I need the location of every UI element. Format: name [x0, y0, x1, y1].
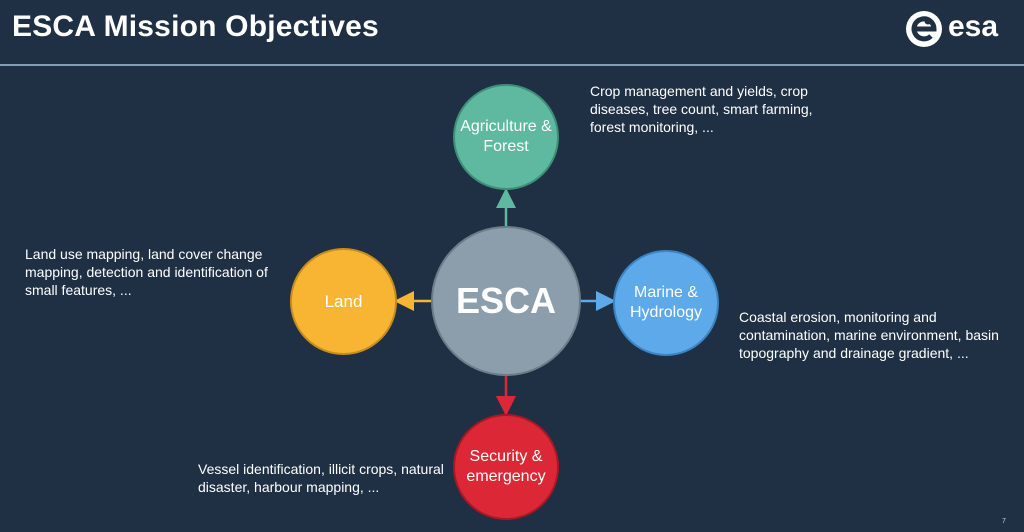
node-marine-label-1: Marine &: [633, 284, 699, 301]
node-agriculture-forest: Agriculture & Forest: [453, 84, 559, 190]
esa-logo-text: esa: [948, 10, 999, 43]
node-agriculture-label-1: Agriculture &: [460, 118, 552, 135]
security-description: Vessel identification, illicit crops, na…: [198, 461, 444, 495]
center-node-label: ESCA: [455, 280, 557, 321]
marine-description: Coastal erosion, monitoring and contamin…: [739, 309, 999, 361]
node-marine-label-2: Hydrology: [629, 304, 703, 321]
node-land: Land: [290, 248, 397, 355]
node-land-label: Land: [324, 291, 363, 311]
center-node-esca: ESCA: [431, 226, 581, 376]
page-title: ESCA Mission Objectives: [12, 10, 379, 43]
node-marine-hydrology: Marine & Hydrology: [613, 250, 719, 356]
node-security-label-2: emergency: [466, 468, 546, 485]
esa-logo-icon: [906, 11, 942, 47]
agriculture-description: Crop management and yields, crop disease…: [590, 83, 813, 135]
node-security-emergency: Security & emergency: [453, 414, 559, 520]
title-divider: [0, 64, 1024, 66]
page-number: 7: [1002, 518, 1006, 525]
node-agriculture-label-2: Forest: [483, 138, 529, 155]
node-security-label-1: Security &: [469, 448, 543, 465]
land-description: Land use mapping, land cover change mapp…: [25, 246, 268, 298]
